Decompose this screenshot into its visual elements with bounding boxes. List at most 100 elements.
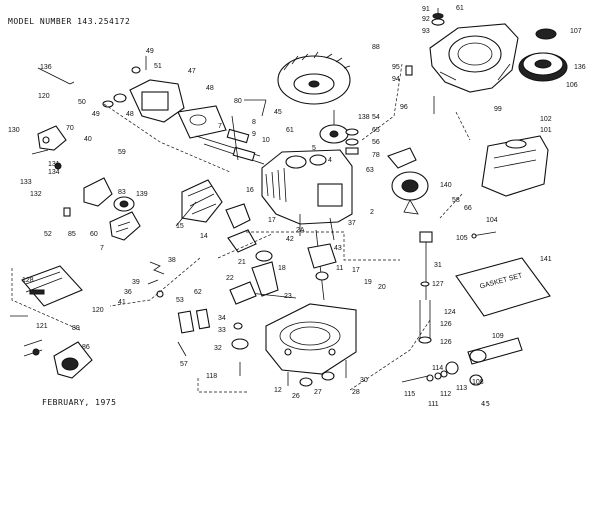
callout: 139 [136,191,148,198]
callout: 91 [422,6,430,13]
callout: 37 [348,220,356,227]
callout: 115 [404,391,415,398]
callout: 12 [274,387,282,394]
callout: 61 [456,5,464,12]
governor-parts [177,308,347,387]
callout: 120 [92,307,104,314]
callout: 34 [218,315,226,322]
callout: 127 [432,281,444,288]
callout: 39 [132,279,140,286]
callout: 133 [20,179,32,186]
callout: 108 [472,379,484,386]
valve-train [177,99,267,165]
callout: 85 [68,231,76,238]
callout: 140 [440,182,452,189]
callout: 52 [44,231,52,238]
callout: 8 [252,119,256,126]
callout: 130 [8,127,20,134]
callout: 102 [540,116,552,123]
callout: 49 [146,48,154,55]
callout: 18 [278,265,286,272]
callout: 28 [352,389,360,396]
callout: 65 [372,127,380,134]
callout: 58 [452,197,460,204]
callout: 106 [566,82,578,89]
callout: 11 [336,265,343,272]
callout: 99 [494,106,502,113]
callout: 86 [82,344,90,351]
page-mark: 45 [481,400,491,408]
crankshaft-group [227,229,337,305]
callout: 126 [440,321,452,328]
air-filter-box [10,265,83,317]
callout: 126 [440,339,452,346]
callout: 128 [22,277,34,284]
callout: 36 [124,289,132,296]
callout: 112 [440,391,451,398]
callout: 50 [78,99,86,106]
callout: 101 [540,127,552,134]
model-number-label: MODEL NUMBER 143.254172 [8,17,131,26]
date-label: FEBRUARY, 1975 [42,398,117,407]
callout: 95 [392,64,400,71]
gasket-set-callout: 141 [540,256,552,263]
callout: 14 [200,233,208,240]
callout: 118 [206,373,217,380]
callout: 48 [126,111,134,118]
callout: 70 [66,125,74,132]
pto-shaft-group [401,337,523,386]
callout: 105 [456,235,468,242]
callout: 78 [372,152,380,159]
callout: 20 [378,284,386,291]
callout: 59 [118,149,126,156]
callout: 120 [38,93,50,100]
callout: 121 [36,323,48,330]
callout: 66 [464,205,472,212]
callout: 48 [206,85,214,92]
callout: 2A [296,227,305,234]
callout: 40 [84,136,92,143]
callout: 51 [154,63,162,70]
callout: 45 [274,109,282,116]
callout: 94 [392,76,400,83]
callout: 5 [312,145,316,152]
callout: 114 [432,365,443,372]
callout: 47 [188,68,196,75]
callout: 96 [400,104,408,111]
callout: 2 [370,209,374,216]
air-intake [175,179,251,229]
oil-fill-tube [418,231,433,344]
callout: 132 [30,191,42,198]
callout: 53 [176,297,184,304]
callout: 21 [238,259,246,266]
starter-cup [535,28,557,40]
fuel-pump [63,177,141,241]
callout: 80 [234,98,242,105]
muffler-right [481,135,549,197]
carburetor [37,56,185,123]
callout: 42 [286,236,294,243]
callout: 19 [364,279,372,286]
callout-labels: 91 92 93 61 107 88 136 95 94 106 96 99 1… [8,5,586,408]
callout: 134 [48,169,60,176]
callout: 7 [100,245,104,252]
callout: 83 [118,189,126,196]
callout: 62 [194,289,202,296]
callout: 109 [492,333,504,340]
callout: 63 [366,167,374,174]
callout: 92 [422,16,430,23]
callout: 33 [218,327,226,334]
callout: 4 [328,157,332,164]
callout: 54 [372,114,380,121]
callout: 26 [292,393,300,400]
starter-pulley [387,147,429,215]
callout: 27 [314,389,322,396]
flywheel [277,51,351,105]
callout: 22 [226,275,234,282]
callout: 9 [252,131,256,138]
callout: 41 [118,299,126,306]
callout: 10 [262,137,270,144]
callout: 15 [176,223,184,230]
callout: 89 [72,325,80,332]
